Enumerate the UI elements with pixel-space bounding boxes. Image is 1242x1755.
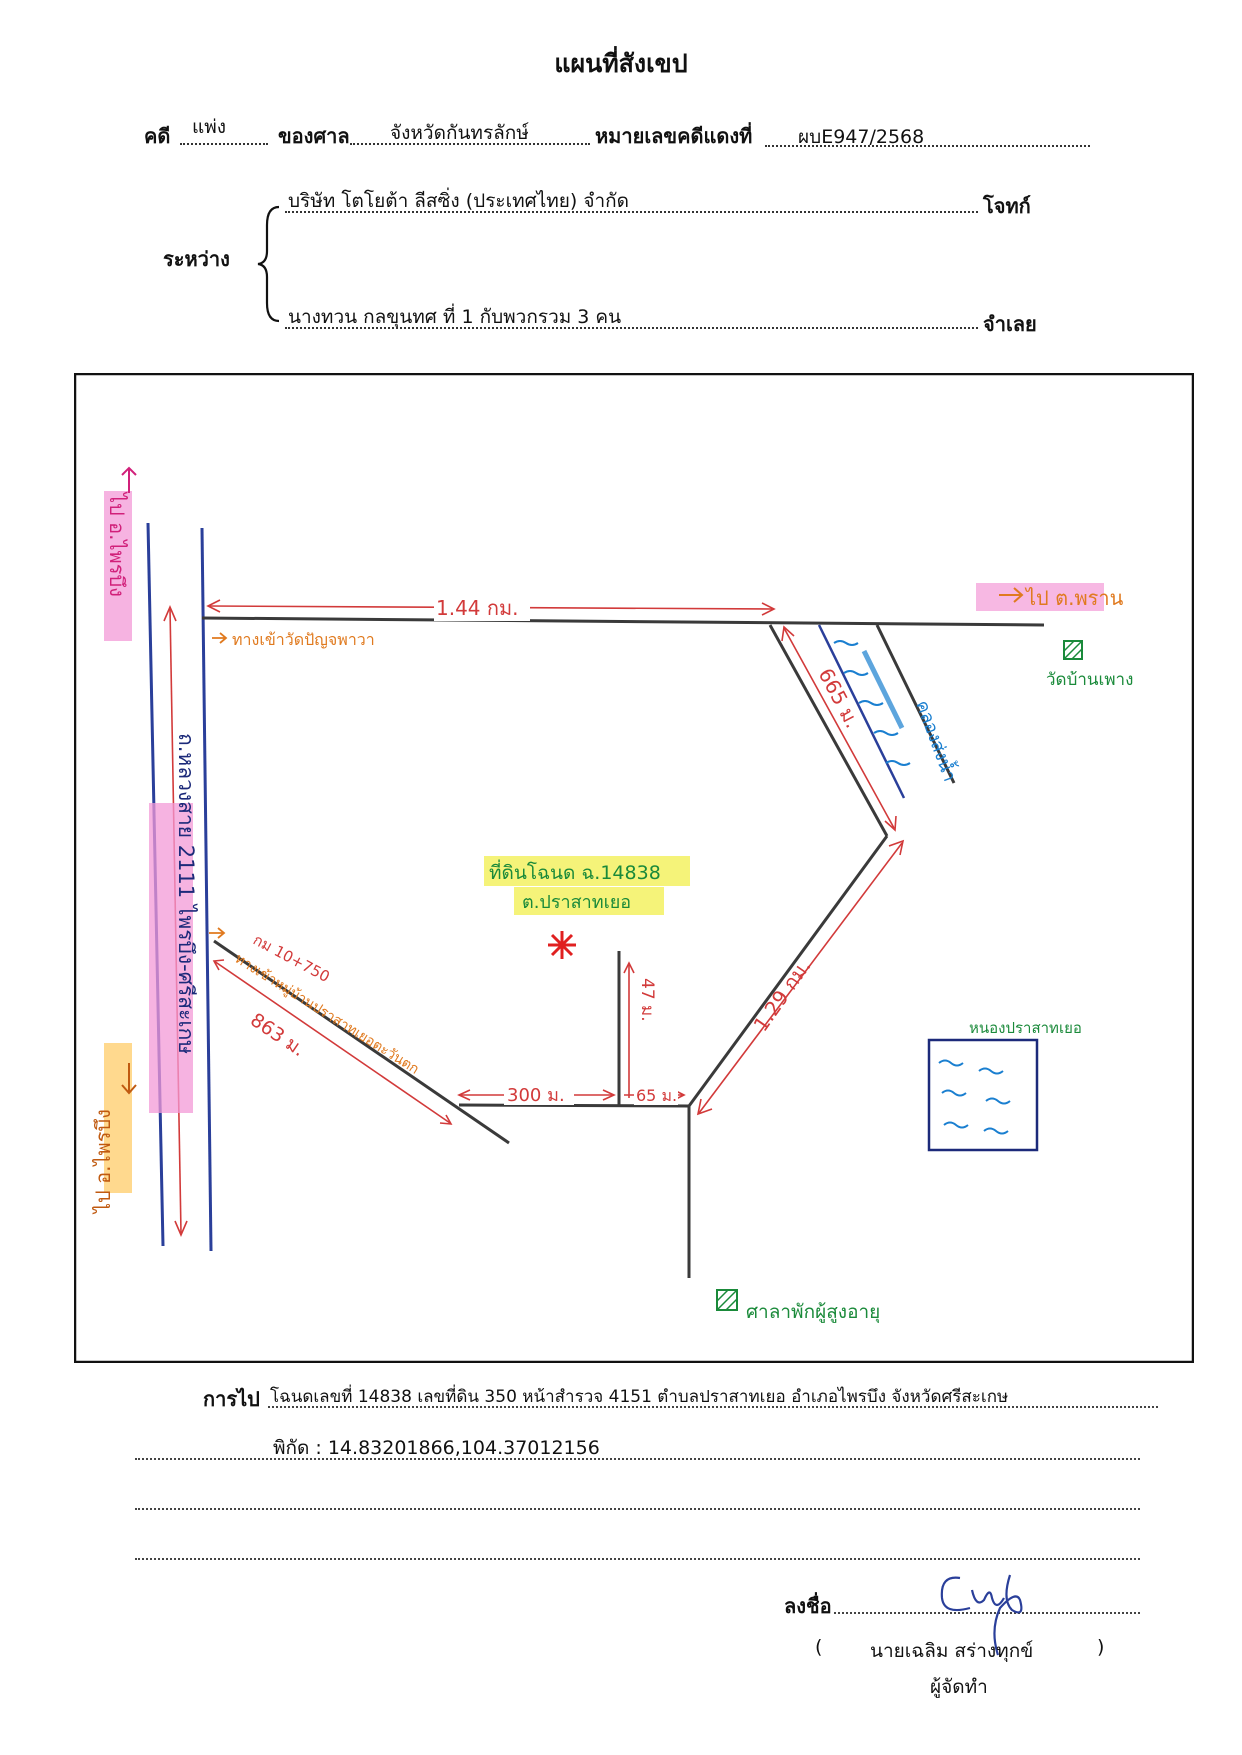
- signer-close-paren: ): [1097, 1636, 1105, 1658]
- target-star-icon: [548, 931, 576, 959]
- coordinates: พิกัด : 14.83201866,104.37012156: [273, 1437, 600, 1459]
- sign-label: ลงชื่อ: [784, 1594, 832, 1618]
- defendant-name: นางทวน กลขุนทศ ที่ 1 กับพวกรวม 3 คน: [288, 306, 622, 328]
- page-title: แผนที่สังเขป: [554, 49, 688, 78]
- pond-water-icon: [938, 1059, 1011, 1135]
- sign-dotline: [834, 1612, 1140, 1614]
- target-label-1-highlight: [484, 856, 690, 886]
- court-name: จังหวัดกันทรลักษ์: [390, 122, 529, 144]
- signer-name: นายเฉลิม สร่างทุกข์: [870, 1640, 1034, 1662]
- blank-dotline-1: [135, 1508, 1140, 1510]
- between-label: ระหว่าง: [163, 247, 230, 271]
- target-label-2-highlight: [514, 887, 664, 915]
- to-top-left-arrow-icon: [121, 466, 137, 493]
- right-diagonal-road: [768, 624, 889, 837]
- to-bottom-left-arrow-icon: [121, 1063, 137, 1095]
- to-bottom-left-highlight: [104, 1043, 132, 1193]
- brace-icon: [257, 205, 280, 323]
- plaintiff-dotline: [285, 211, 978, 213]
- to-top-left-label: ไป อ.ไพรบึง: [105, 491, 129, 597]
- court-label: ของศาล: [278, 124, 350, 148]
- signature-image: [940, 1574, 1023, 1656]
- highway-label-highlight: [149, 803, 193, 1113]
- plaintiff-label: โจทก์: [983, 194, 1031, 218]
- pond: [927, 1038, 1039, 1152]
- top-road-label: ทางเข้าวัดปัญจพาวา: [232, 630, 375, 649]
- spur-distance-arrow: [623, 961, 635, 1098]
- sketch-map: ถ.หลวงสาย 2111 ไพรบึง-ศรีสะเกษ ไป อ.ไพรบ…: [74, 373, 1194, 1363]
- dist-65: 65 ม.: [636, 1086, 677, 1105]
- shelter-mark-label: ศาลาพักผู้สูงอายุ: [746, 1301, 880, 1324]
- coords-dotline: [135, 1458, 1140, 1460]
- red-case-dotline: [765, 145, 1090, 147]
- defendant-label: จำเลย: [983, 312, 1037, 336]
- top-road-arrow-icon: [212, 632, 228, 644]
- signer-role: ผู้จัดทำ: [930, 1676, 988, 1698]
- map-frame: [74, 373, 1194, 1363]
- pond-label: หนองปราสาทเยอ: [969, 1019, 1082, 1037]
- case-dotline: [180, 143, 268, 145]
- court-dotline: [350, 143, 590, 145]
- lower-right-distance: 1.29 กม.: [748, 954, 815, 1035]
- red-case-label: หมายเลขคดีแดงที่: [595, 124, 753, 148]
- to-top-left-highlight: [104, 491, 132, 641]
- right-diagonal-distance-arrow: [781, 625, 897, 832]
- to-top-right-highlight: [976, 583, 1104, 611]
- branch-distance: 863 ม.: [246, 1009, 309, 1061]
- defendant-dotline: [285, 327, 978, 329]
- red-case-number: ผบE947/2568: [798, 126, 925, 148]
- target-label-2: ต.ปราสาทเยอ: [522, 892, 631, 913]
- branch-road: [213, 939, 510, 1145]
- directions-label: การไป: [203, 1387, 260, 1411]
- plaintiff-name: บริษัท โตโยต้า ลีสซิ่ง (ประเทศไทย) จำกัด: [288, 190, 630, 212]
- top-road: [201, 616, 1045, 627]
- bottom-road: [458, 1103, 690, 1108]
- dist-300-bg: [504, 1083, 574, 1105]
- target-label-1: ที่ดินโฉนด ฉ.14838: [489, 859, 661, 884]
- to-top-right-arrow-icon: [999, 587, 1024, 603]
- temple-mark-label: วัดบ้านเพาง: [1046, 670, 1133, 690]
- branch-arrow-icon: [209, 927, 226, 939]
- to-top-right-label: ไป ต.พราน: [1024, 586, 1124, 610]
- highway-label: ถ.หลวงสาย 2111 ไพรบึง-ศรีสะเกษ: [174, 733, 198, 1054]
- directions-text: โฉนดเลขที่ 14838 เลขที่ดิน 350 หน้าสำรวจ…: [270, 1387, 1009, 1407]
- lower-right-road: [687, 835, 889, 1107]
- top-road-distance: 1.44 กม.: [436, 596, 519, 620]
- case-label: คดี: [144, 124, 171, 148]
- canal-label: คลองส่งน้ำ: [911, 697, 963, 785]
- canal: [817, 624, 956, 799]
- directions-dotline: [268, 1406, 1158, 1408]
- dist-65-bg: [634, 1083, 678, 1105]
- blank-dotline-2: [135, 1558, 1140, 1560]
- signer-open-paren: (: [815, 1636, 823, 1658]
- dist-300: 300 ม.: [507, 1085, 565, 1106]
- top-distance-bg: [434, 595, 530, 621]
- case-type: แพ่ง: [192, 116, 227, 138]
- branch-distance-arrow: [212, 959, 453, 1125]
- lower-right-distance-arrow: [696, 839, 905, 1116]
- to-bottom-left-label: ไป อ.ไพรบึง: [91, 1109, 115, 1215]
- dist-47: 47 ม.: [637, 978, 657, 1022]
